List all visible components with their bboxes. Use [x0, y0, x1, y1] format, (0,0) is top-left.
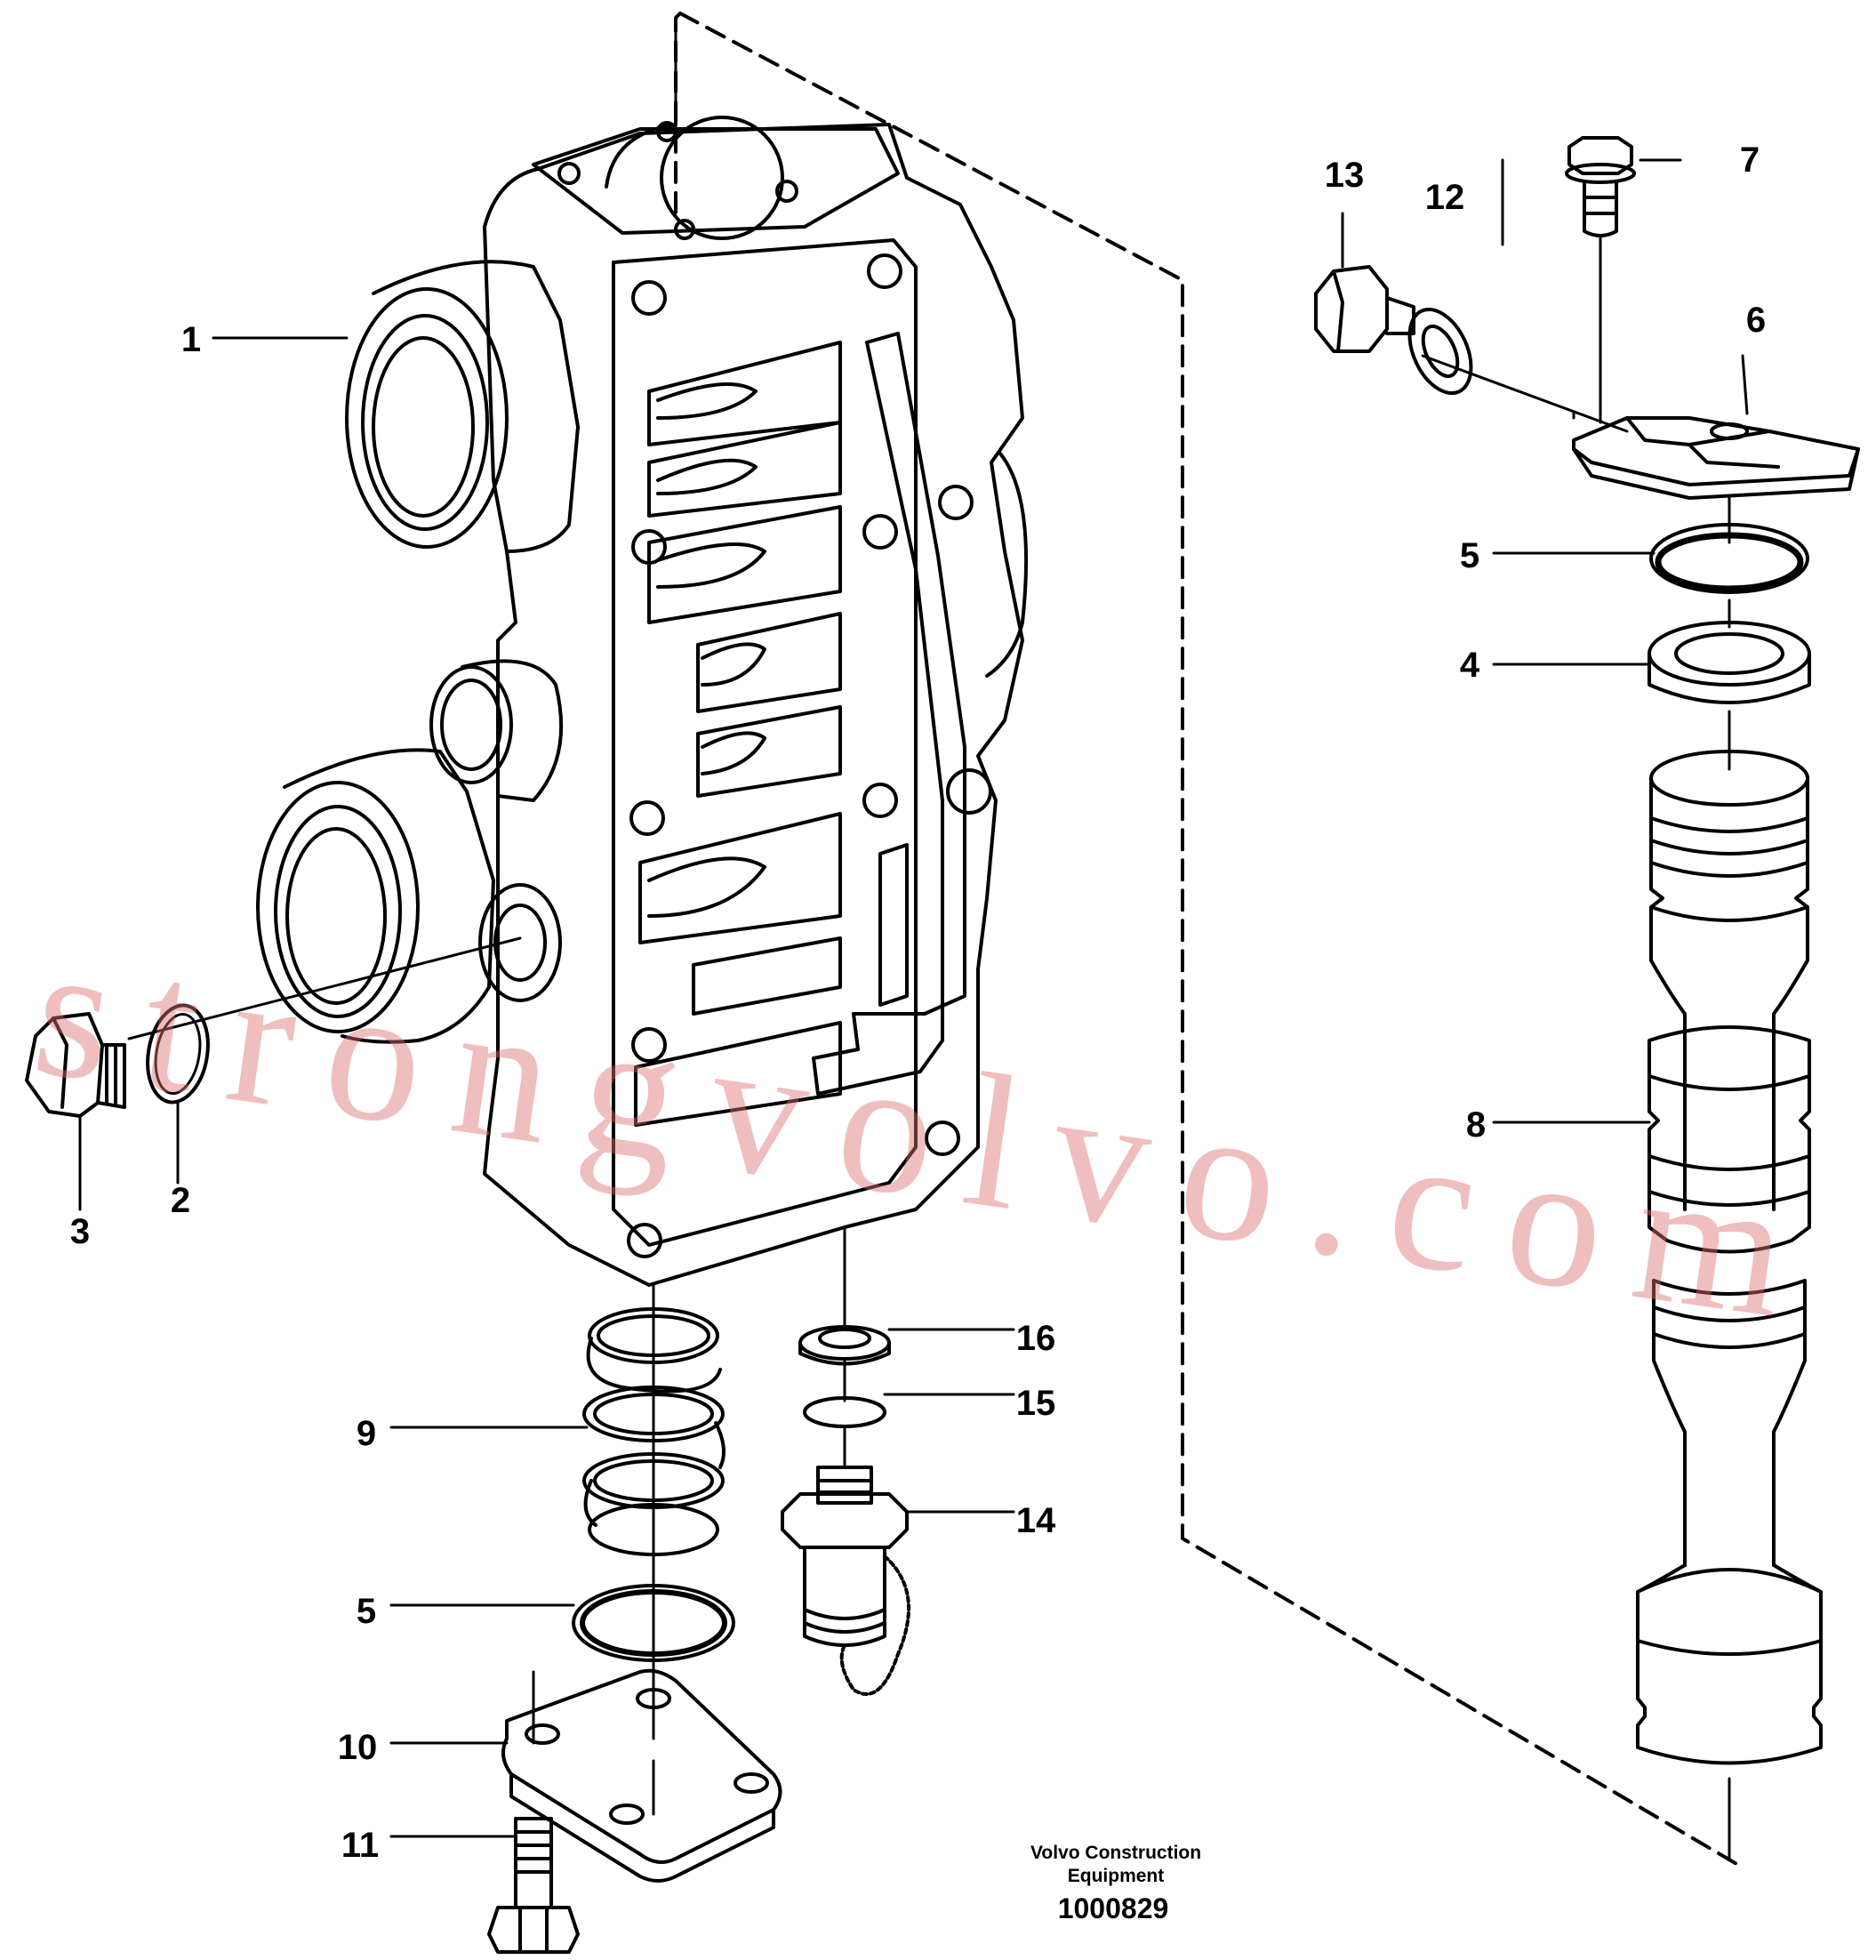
callout-13: 13	[1324, 156, 1365, 195]
callout-8: 8	[1465, 1105, 1487, 1145]
valve-housing	[256, 116, 1029, 1287]
manufacturer-caption-line2: Equipment	[1067, 1866, 1165, 1886]
assembly-boundary-dashed	[678, 12, 1744, 1869]
valve-spool-8	[1636, 750, 1823, 1765]
test-nipple-14	[781, 1466, 910, 1696]
bolt-11	[487, 1817, 580, 1954]
callout-3: 3	[69, 1212, 91, 1251]
callout-4: 4	[1459, 646, 1480, 685]
callout-1: 1	[180, 320, 202, 359]
flange-bolt-7	[1565, 136, 1636, 237]
callout-10: 10	[337, 1728, 378, 1767]
cover-plate-6	[1572, 416, 1860, 500]
callout-2: 2	[170, 1181, 191, 1220]
callout-12: 12	[1424, 178, 1465, 217]
callout-15: 15	[1015, 1384, 1056, 1423]
o-ring-2	[146, 1003, 210, 1105]
plug-13	[1314, 265, 1415, 353]
callout-5-lower: 5	[356, 1592, 377, 1631]
bushing-4	[1648, 621, 1811, 704]
callout-6: 6	[1745, 301, 1767, 340]
callout-5-upper: 5	[1459, 536, 1480, 575]
manufacturer-caption-line1: Volvo Construction	[1030, 1843, 1202, 1863]
plug-3	[25, 1012, 126, 1118]
o-ring-15	[803, 1396, 886, 1428]
callout-14: 14	[1015, 1501, 1056, 1540]
washer-16	[798, 1325, 891, 1361]
washer-12	[1407, 307, 1473, 396]
callout-7: 7	[1739, 141, 1760, 180]
callout-16: 16	[1015, 1319, 1056, 1358]
callout-9: 9	[356, 1414, 377, 1453]
drawing-number: 1000829	[1057, 1892, 1169, 1924]
cover-plate-10	[501, 1668, 782, 1883]
leader-lines	[78, 16, 1749, 1860]
callout-11: 11	[341, 1826, 380, 1865]
